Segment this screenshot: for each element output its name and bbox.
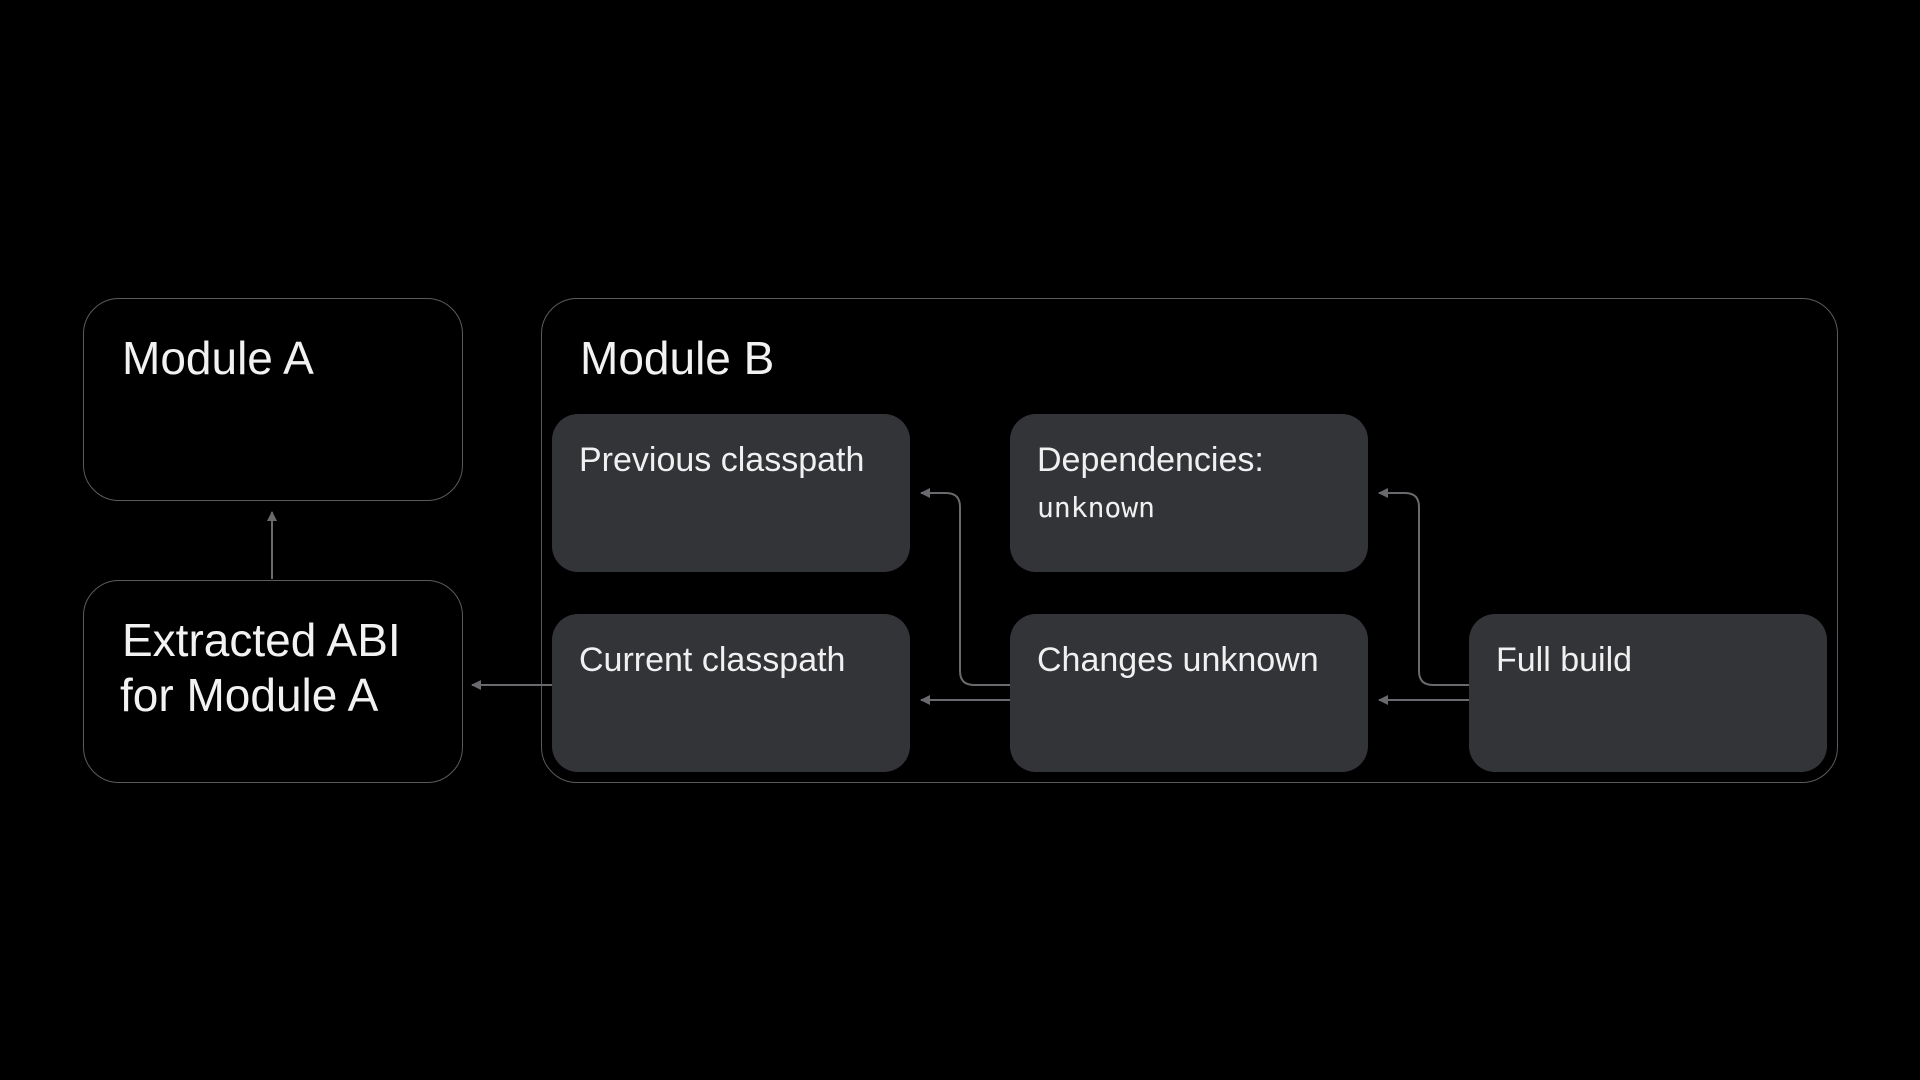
module-a-title: Module A	[122, 332, 314, 384]
previous-classpath-label: Previous classpath	[579, 441, 865, 479]
dependencies-node: Dependencies: unknown	[1010, 414, 1368, 572]
extracted-abi-box: Extracted ABI for Module A	[83, 580, 463, 783]
full-build-label: Full build	[1496, 641, 1633, 679]
module-b-box: Module B	[541, 298, 1838, 783]
changes-unknown-label: Changes unknown	[1037, 641, 1319, 679]
module-a-box: Module A	[83, 298, 463, 501]
extracted-abi-line1: Extracted ABI	[122, 614, 401, 666]
changes-unknown-node: Changes unknown	[1010, 614, 1368, 772]
dependencies-value: unknown	[1037, 491, 1156, 524]
arrow-full-build-to-dependencies	[1378, 488, 1469, 686]
previous-classpath-node: Previous classpath	[552, 414, 910, 572]
dependencies-label: Dependencies:	[1037, 441, 1264, 479]
current-classpath-label: Current classpath	[579, 641, 846, 679]
module-b-title: Module B	[580, 332, 775, 384]
extracted-abi-line2: for Module A	[120, 669, 379, 721]
current-classpath-node: Current classpath	[552, 614, 910, 772]
full-build-node: Full build	[1469, 614, 1827, 772]
arrow-changes-to-previous	[920, 488, 1010, 686]
